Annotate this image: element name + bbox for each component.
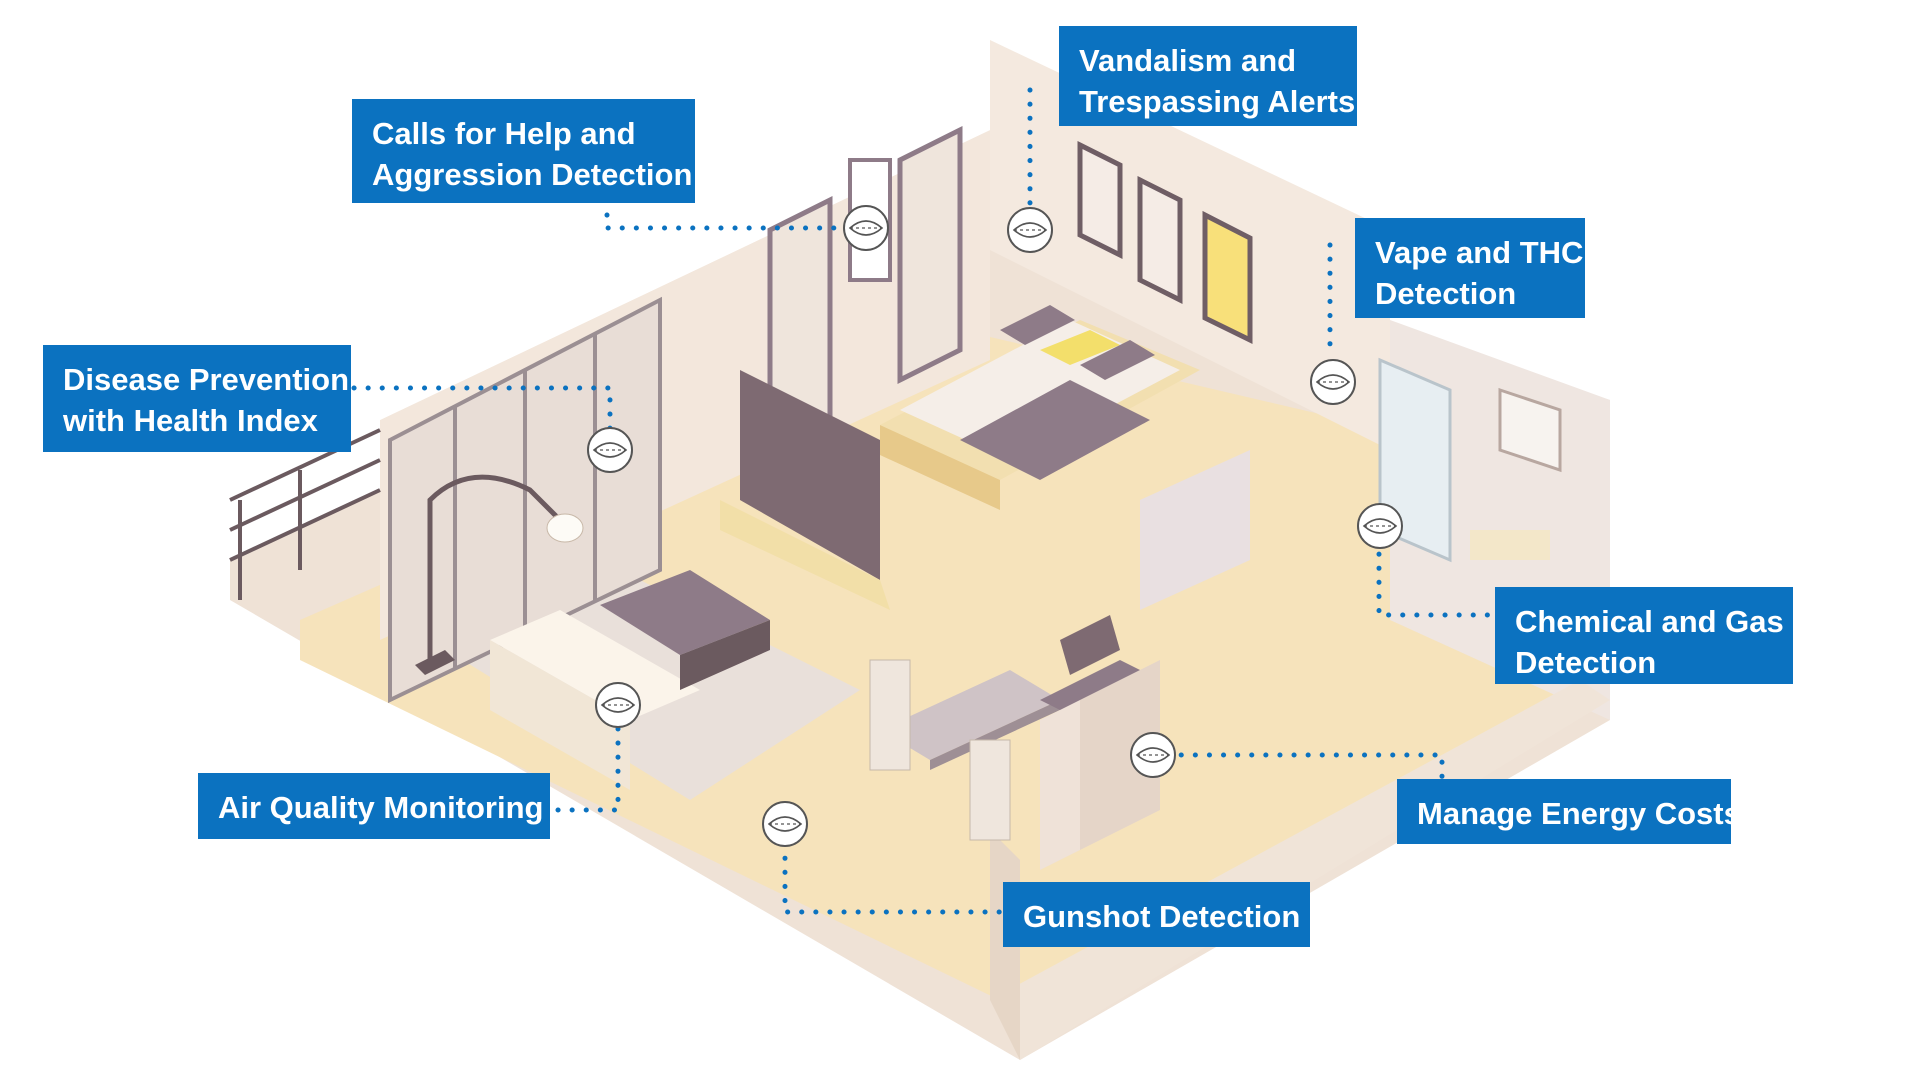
- sensor-icon: [1310, 359, 1356, 405]
- connector-energy: [1150, 752, 1445, 788]
- sensor-icon: [762, 801, 808, 847]
- sensor-icon: [595, 682, 641, 728]
- callout-gunshot: Gunshot Detection: [1003, 882, 1310, 947]
- window-wall: [388, 125, 963, 704]
- dining-table: [869, 659, 1060, 841]
- sensor-icon: [843, 205, 889, 251]
- sensor-icon: [1007, 207, 1053, 253]
- callout-air-quality: Air Quality Monitoring: [198, 773, 550, 839]
- callout-line: with Health Index: [63, 403, 318, 438]
- sensor-icon: [587, 427, 633, 473]
- callout-line: Chemical and Gas: [1515, 604, 1784, 639]
- callout-chemical: Chemical and Gas Detection: [1495, 587, 1793, 684]
- kitchen: [1040, 615, 1160, 870]
- coffee-table: [600, 570, 770, 690]
- callout-vandalism: Vandalism and Trespassing Alerts: [1059, 26, 1357, 126]
- sensor-icon: [1357, 503, 1403, 549]
- callout-calls-for-help: Calls for Help and Aggression Detection: [352, 99, 695, 203]
- callout-energy: Manage Energy Costs: [1397, 779, 1741, 844]
- callout-disease: Disease Prevention with Health Index: [43, 345, 351, 452]
- callout-line: Detection: [1515, 645, 1657, 680]
- sensor-icon: [1130, 732, 1176, 778]
- connector-chemical: [1376, 537, 1500, 618]
- balcony: [229, 428, 381, 600]
- callout-line: Detection: [1375, 276, 1517, 311]
- callout-line: Vandalism and: [1079, 43, 1297, 78]
- wall-frames: [1077, 140, 1253, 345]
- callout-line: Disease Prevention: [63, 362, 350, 397]
- bed: [880, 305, 1200, 510]
- callout-line: Vape and THC: [1375, 235, 1584, 270]
- bathroom: [1140, 357, 1562, 610]
- sofa: [490, 610, 700, 790]
- callout-line: Aggression Detection: [372, 157, 693, 192]
- callout-line: Gunshot Detection: [1023, 899, 1301, 934]
- connector-calls-for-help: [604, 212, 861, 231]
- callout-line: Air Quality Monitoring: [218, 790, 544, 825]
- floor-lamp: [415, 474, 584, 675]
- tv: [720, 370, 890, 610]
- callout-line: Calls for Help and: [372, 116, 636, 151]
- callout-line: Manage Energy Costs: [1417, 796, 1741, 831]
- connector-gunshot: [782, 827, 1006, 915]
- callout-vape: Vape and THC Detection: [1355, 218, 1585, 318]
- callout-line: Trespassing Alerts: [1079, 84, 1356, 119]
